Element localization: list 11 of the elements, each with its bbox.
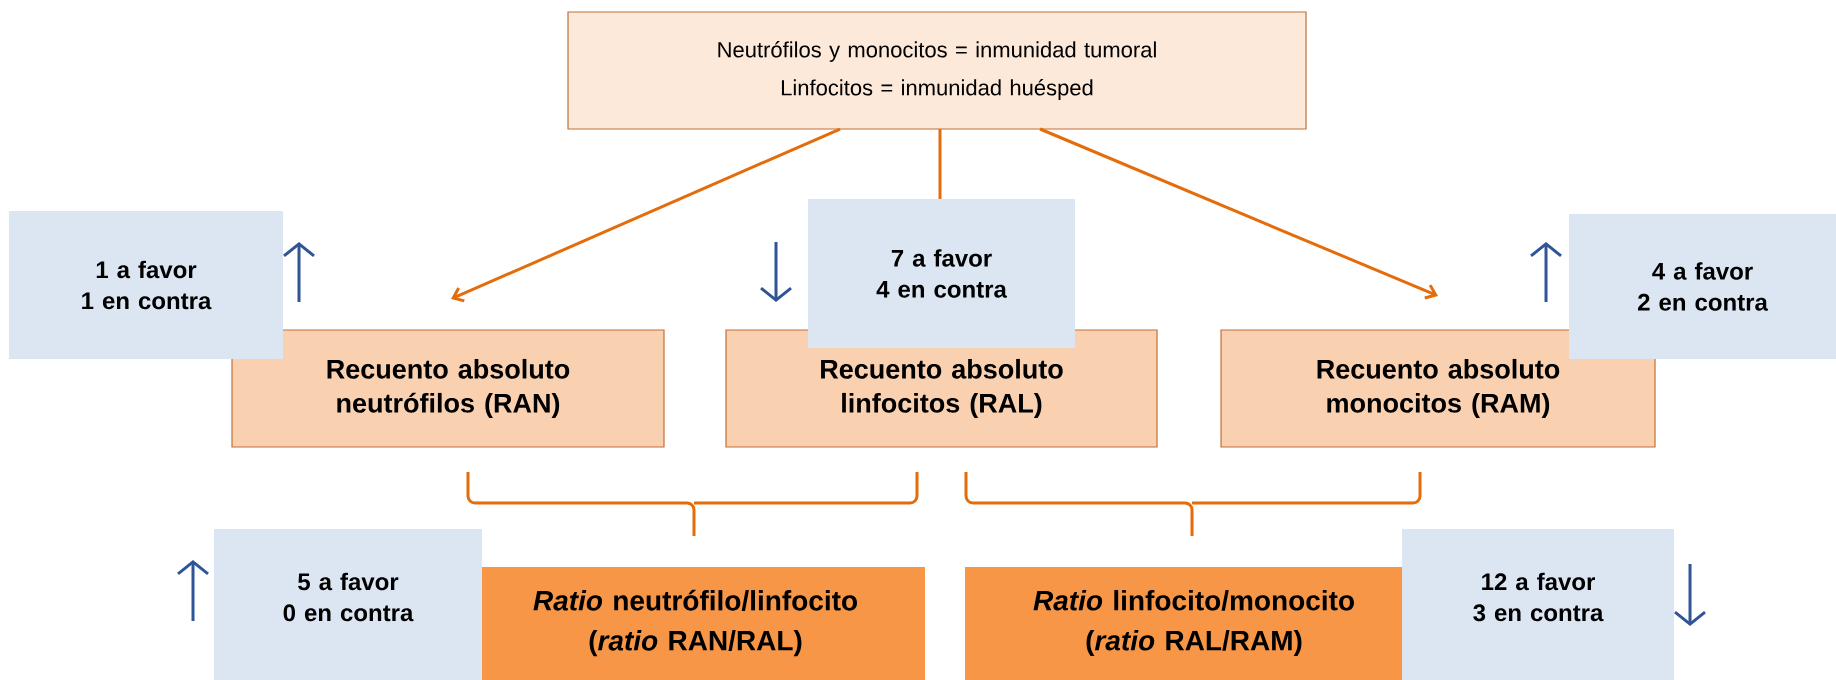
arrow <box>451 127 841 303</box>
note-box: 1 a favor 1 en contra <box>9 211 283 359</box>
note-box: 4 a favor 2 en contra <box>1569 214 1836 359</box>
process-box: Neutrófilos y monocitos = inmunidad tumoral Linfocitos = inmunidad huésped <box>567 11 1307 130</box>
process-box: Recuento absoluto monocitos (RAM) <box>1220 329 1656 448</box>
note-box: 7 a favor 4 en contra <box>808 199 1075 348</box>
process-box: Recuento absoluto linfocitos (RAL) <box>725 329 1158 448</box>
arrow <box>1039 127 1439 300</box>
note-box: 12 a favor 3 en contra <box>1402 529 1674 680</box>
note-box: 5 a favor 0 en contra <box>214 529 482 680</box>
process-box: Recuento absoluto neutrófilos (RAN) <box>231 329 665 448</box>
